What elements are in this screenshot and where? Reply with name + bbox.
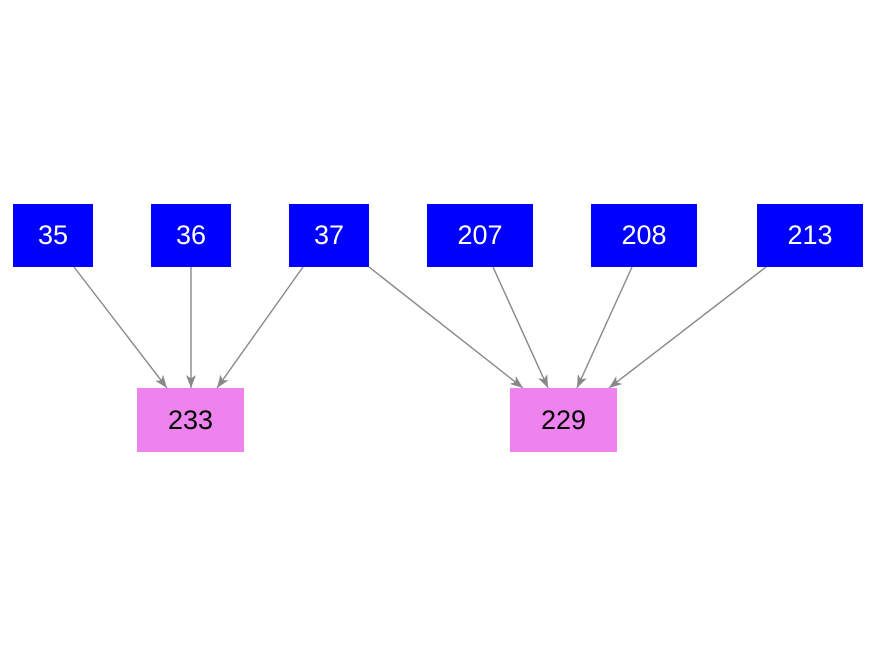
edge-37-229 — [368, 266, 524, 389]
edge-207-229 — [492, 266, 549, 389]
edge-208-229 — [576, 266, 633, 389]
node-label: 233 — [167, 404, 214, 435]
edge-213-229 — [608, 266, 767, 389]
node-label: 37 — [313, 220, 345, 250]
node-label: 229 — [540, 404, 587, 435]
node-208: 208 — [591, 204, 697, 267]
node-label: 35 — [37, 220, 69, 250]
node-213: 213 — [757, 204, 863, 267]
node-35: 35 — [13, 204, 93, 267]
node-label: 213 — [787, 220, 833, 250]
node-37: 37 — [289, 204, 369, 267]
node-36: 36 — [151, 204, 231, 267]
edge-35-233 — [73, 266, 168, 389]
node-label: 36 — [175, 220, 207, 250]
node-label: 207 — [457, 220, 503, 250]
node-label: 208 — [621, 220, 667, 250]
node-229: 229 — [510, 388, 617, 452]
node-207: 207 — [427, 204, 533, 267]
node-233: 233 — [137, 388, 244, 452]
edge-37-233 — [216, 266, 304, 389]
